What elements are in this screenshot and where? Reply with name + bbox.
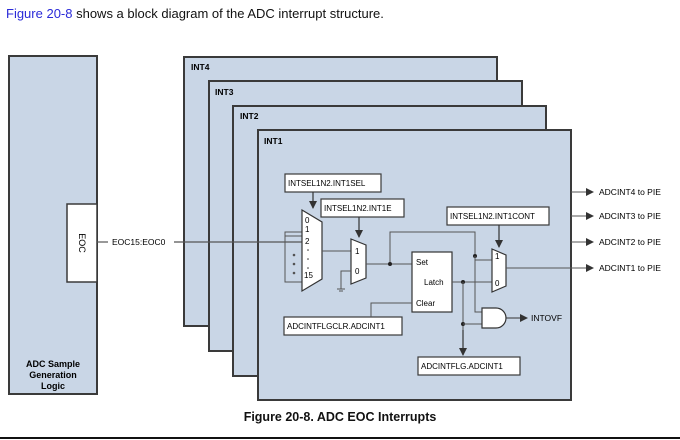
source-label-line-3: Logic bbox=[41, 381, 65, 391]
flg-register: ADCINTFLG.ADCINT1 bbox=[417, 356, 521, 376]
layer-int2-label: INT2 bbox=[240, 111, 259, 121]
int1sel-register: INTSEL1N2.INT1SEL bbox=[284, 173, 382, 209]
output-adcint3: ADCINT3 to PIE bbox=[599, 211, 661, 221]
source-label-line-1: ADC Sample bbox=[26, 359, 80, 369]
enable-output-wires bbox=[366, 231, 495, 266]
pie-outputs: ADCINT4 to PIE ADCINT3 to PIE ADCINT2 to… bbox=[571, 187, 661, 273]
sel-mux-input-0: 0 bbox=[305, 216, 310, 225]
flg-register-label: ADCINTFLG.ADCINT1 bbox=[421, 362, 503, 371]
figure-caption: Figure 20-8. ADC EOC Interrupts bbox=[243, 410, 437, 424]
sel-mux-input-1: 1 bbox=[305, 225, 310, 234]
int1cont-register-label: INTSEL1N2.INT1CONT bbox=[450, 212, 535, 221]
latch-output-wires bbox=[452, 256, 495, 352]
int1cont-register: INTSEL1N2.INT1CONT bbox=[446, 206, 550, 248]
flgclr-register: ADCINTFLGCLR.ADCINT1 bbox=[283, 302, 412, 336]
layer-int4-label: INT4 bbox=[191, 62, 210, 72]
eoc-bus-label: EOC15:EOC0 bbox=[112, 237, 166, 247]
enable-mux-input-1: 1 bbox=[355, 247, 360, 256]
eoc-label: EOC bbox=[77, 233, 87, 253]
continuous-mode-mux: 1 0 bbox=[491, 248, 507, 293]
intro-paragraph: Figure 20-8 shows a block diagram of the… bbox=[6, 6, 384, 21]
latch-output-label: Latch bbox=[424, 278, 444, 287]
latch-set-label: Set bbox=[416, 258, 429, 267]
int1e-register-label: INTSEL1N2.INT1E bbox=[324, 204, 392, 213]
intovf-label: INTOVF bbox=[531, 313, 562, 323]
figure-reference-link[interactable]: Figure 20-8 bbox=[6, 6, 73, 21]
layer-int1-label: INT1 bbox=[264, 136, 283, 146]
interrupt-latch: Set Latch Clear bbox=[411, 251, 453, 313]
int1e-register: INTSEL1N2.INT1E bbox=[320, 198, 405, 238]
latch-clear-label: Clear bbox=[416, 299, 435, 308]
cont-mux-input-1: 1 bbox=[495, 252, 500, 261]
sel-mux-input-15: 15 bbox=[304, 271, 313, 280]
source-label-line-2: Generation bbox=[29, 370, 77, 380]
layer-int3-label: INT3 bbox=[215, 87, 234, 97]
enable-mux: 1 0 bbox=[350, 238, 367, 285]
eoc-port: EOC bbox=[66, 203, 98, 283]
channel-select-mux: 0 1 2 15 bbox=[301, 208, 323, 293]
intro-text: shows a block diagram of the ADC interru… bbox=[72, 6, 384, 21]
sel-mux-input-2: 2 bbox=[305, 237, 310, 246]
flgclr-register-label: ADCINTFLGCLR.ADCINT1 bbox=[287, 322, 385, 331]
bottom-divider bbox=[0, 437, 680, 439]
output-adcint1: ADCINT1 to PIE bbox=[599, 263, 661, 273]
enable-mux-input-0: 0 bbox=[355, 267, 360, 276]
mux-input-fanin bbox=[284, 231, 302, 283]
ground-icon bbox=[337, 270, 351, 292]
output-adcint4: ADCINT4 to PIE bbox=[599, 187, 661, 197]
overflow-and-gate: INTOVF bbox=[481, 307, 562, 329]
output-adcint2: ADCINT2 to PIE bbox=[599, 237, 661, 247]
int1sel-register-label: INTSEL1N2.INT1SEL bbox=[288, 179, 366, 188]
eoc-bus: EOC15:EOC0 bbox=[97, 237, 302, 247]
cont-mux-input-0: 0 bbox=[495, 279, 500, 288]
